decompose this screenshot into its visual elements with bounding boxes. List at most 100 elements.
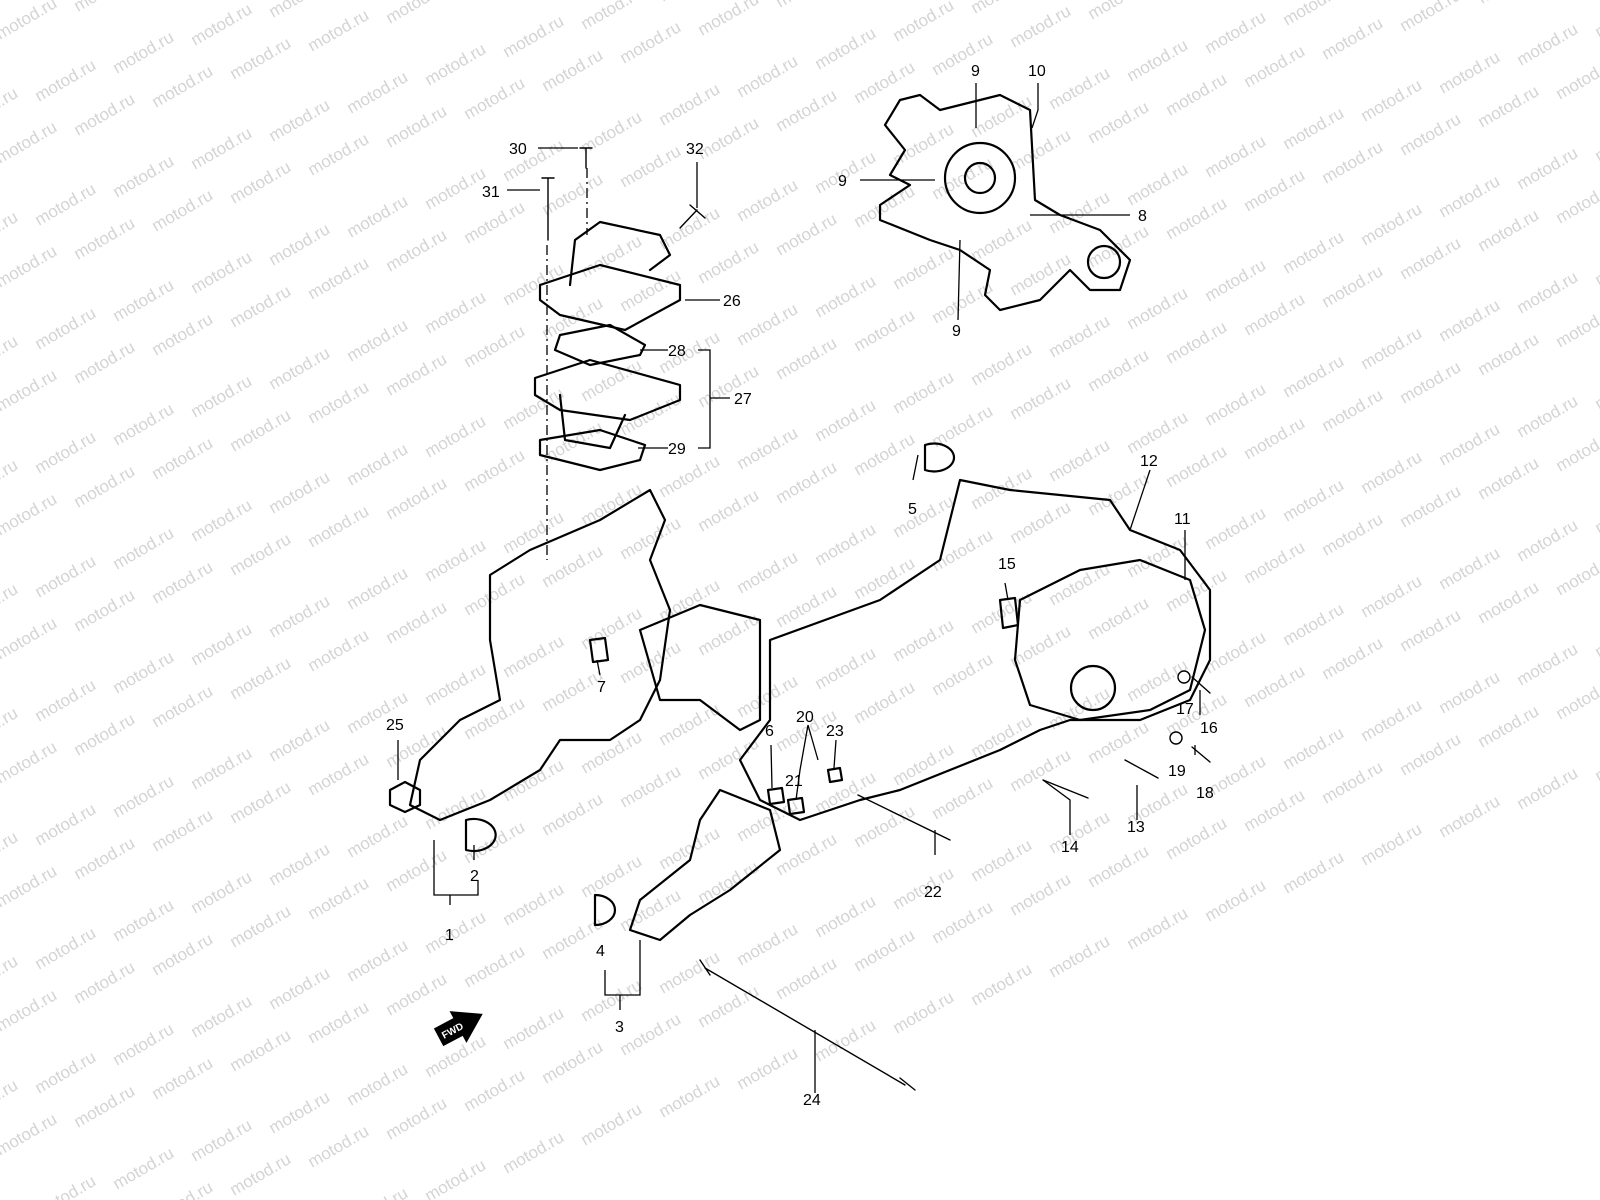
watermark-text: motod.ru <box>656 1071 724 1121</box>
watermark-text: motod.ru <box>500 1127 568 1177</box>
watermark-text: motod.ru <box>1397 233 1465 283</box>
callout-20: 20 <box>796 709 814 726</box>
crankcase-right-part-12 <box>738 478 1212 822</box>
watermark-text: motod.ru <box>110 151 178 201</box>
watermark-text: motod.ru <box>461 941 529 991</box>
crankcase-center <box>638 603 762 732</box>
watermark-text: motod.ru <box>578 479 646 529</box>
watermark-text: motod.ru <box>695 733 763 783</box>
watermark-text: motod.ru <box>1436 171 1504 221</box>
watermark-text: motod.ru <box>71 0 139 15</box>
watermark-text: motod.ru <box>851 925 919 975</box>
washer-part-19 <box>1169 731 1183 745</box>
watermark-text: motod.ru <box>500 1003 568 1053</box>
watermark-text: motod.ru <box>227 405 295 455</box>
watermark-text: motod.ru <box>0 241 60 291</box>
watermark-text: motod.ru <box>266 1087 334 1137</box>
watermark-text: motod.ru <box>383 101 451 151</box>
watermark-text: motod.ru <box>422 287 490 337</box>
watermark-text: motod.ru <box>1007 1 1075 51</box>
callout-8: 8 <box>1138 208 1147 225</box>
watermark-text: motod.ru <box>227 901 295 951</box>
watermark-text: motod.ru <box>1241 413 1309 463</box>
watermark-text: motod.ru <box>1046 931 1114 981</box>
watermark-text: motod.ru <box>305 1121 373 1171</box>
watermark-text: motod.ru <box>1085 97 1153 147</box>
watermark-text: motod.ru <box>461 197 529 247</box>
watermark-text: motod.ru <box>422 39 490 89</box>
watermark-text: motod.ru <box>851 57 919 107</box>
gasket-part-28 <box>553 323 647 367</box>
watermark-text: motod.ru <box>1007 497 1075 547</box>
watermark-text: motod.ru <box>500 755 568 805</box>
watermark-text: motod.ru <box>1085 345 1153 395</box>
callout-5: 5 <box>908 501 917 518</box>
callout-13: 13 <box>1127 819 1145 836</box>
watermark-text: motod.ru <box>266 963 334 1013</box>
watermark-text: motod.ru <box>188 247 256 297</box>
watermark-text: motod.ru <box>734 175 802 225</box>
watermark-text: motod.ru <box>110 895 178 945</box>
watermark-text: motod.ru <box>890 615 958 665</box>
callout-23: 23 <box>826 723 844 740</box>
callout-6: 6 <box>765 723 774 740</box>
callout-22: 22 <box>924 884 942 901</box>
watermark-text: motod.ru <box>344 563 412 613</box>
watermark-text: motod.ru <box>1319 13 1387 63</box>
callout-19: 19 <box>1168 763 1186 780</box>
watermark-text: motod.ru <box>1280 227 1348 277</box>
watermark-text: motod.ru <box>1514 267 1582 317</box>
watermark-text: motod.ru <box>851 429 919 479</box>
bushing-part-5 <box>923 442 956 473</box>
watermark-text: motod.ru <box>1397 729 1465 779</box>
watermark-text: motod.ru <box>1553 425 1600 475</box>
watermark-text: motod.ru <box>773 209 841 259</box>
watermark-text: motod.ru <box>500 879 568 929</box>
reed-valve-part-27 <box>533 358 682 450</box>
watermark-text: motod.ru <box>32 179 100 229</box>
bolt-part-24 <box>699 959 916 1091</box>
watermark-text: motod.ru <box>578 975 646 1025</box>
watermark-text: motod.ru <box>695 361 763 411</box>
watermark-text: motod.ru <box>1397 109 1465 159</box>
watermark-text: motod.ru <box>812 519 880 569</box>
watermark-text: motod.ru <box>1241 289 1309 339</box>
watermark-text: motod.ru <box>305 501 373 551</box>
watermark-text: motod.ru <box>305 377 373 427</box>
watermark-text: motod.ru <box>305 873 373 923</box>
watermark-text: motod.ru <box>851 801 919 851</box>
watermark-text: motod.ru <box>1280 723 1348 773</box>
callout-21: 21 <box>785 773 803 790</box>
callout-16: 16 <box>1200 720 1218 737</box>
watermark-text: motod.ru <box>656 327 724 377</box>
callout-14: 14 <box>1061 839 1079 856</box>
watermark-text: motod.ru <box>1241 537 1309 587</box>
watermark-text: motod.ru <box>0 737 60 787</box>
washer-part-17 <box>1177 670 1191 684</box>
watermark-text: motod.ru <box>149 433 217 483</box>
watermark-text: motod.ru <box>0 455 21 505</box>
watermark-text: motod.ru <box>1514 515 1582 565</box>
watermark-text: motod.ru <box>422 783 490 833</box>
watermark-text: motod.ru <box>1358 323 1426 373</box>
watermark-text: motod.ru <box>812 23 880 73</box>
callout-9-left: 9 <box>838 173 847 190</box>
watermark-text: motod.ru <box>422 659 490 709</box>
watermark-text: motod.ru <box>812 767 880 817</box>
watermark-text: motod.ru <box>578 107 646 157</box>
watermark-text: motod.ru <box>227 529 295 579</box>
watermark-text: motod.ru <box>188 867 256 917</box>
watermark-text: motod.ru <box>1475 453 1543 503</box>
watermark-text: motod.ru <box>0 579 21 629</box>
watermark-text: motod.ru <box>1475 205 1543 255</box>
watermark-text: motod.ru <box>1319 509 1387 559</box>
watermark-text: motod.ru <box>1553 177 1600 227</box>
watermark-text: motod.ru <box>773 953 841 1003</box>
watermark-text: motod.ru <box>1124 655 1192 705</box>
crank-bore <box>1069 664 1117 712</box>
watermark-text: motod.ru <box>812 891 880 941</box>
watermark-text: motod.ru <box>227 653 295 703</box>
crankcase-cover-part-11 <box>1013 558 1207 722</box>
watermark-text: motod.ru <box>227 157 295 207</box>
